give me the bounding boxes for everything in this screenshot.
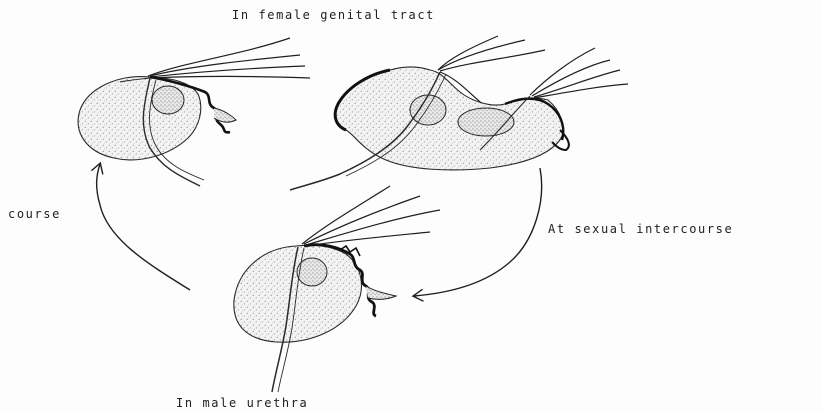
label-male-urethra: In male urethra — [176, 396, 308, 410]
membrane-fin — [366, 286, 396, 299]
label-sexual-intercourse: At sexual intercourse — [548, 222, 733, 236]
flagella — [302, 186, 440, 246]
nucleus — [152, 86, 184, 114]
cell-body — [234, 245, 362, 342]
membrane-fin — [214, 108, 236, 122]
arrow-male-to-female — [97, 164, 190, 290]
cell-body — [335, 67, 563, 170]
trichomonas-bottom — [234, 186, 440, 392]
flagella — [148, 38, 310, 78]
label-course: course — [8, 207, 61, 221]
cell-body — [78, 77, 201, 160]
trichomonas-top-left — [78, 38, 310, 186]
trichomonas-top-right — [290, 36, 628, 190]
flagella — [530, 48, 628, 98]
label-female-genital-tract: In female genital tract — [232, 8, 435, 22]
nucleus — [410, 95, 446, 125]
arrow-female-to-male — [414, 168, 542, 296]
